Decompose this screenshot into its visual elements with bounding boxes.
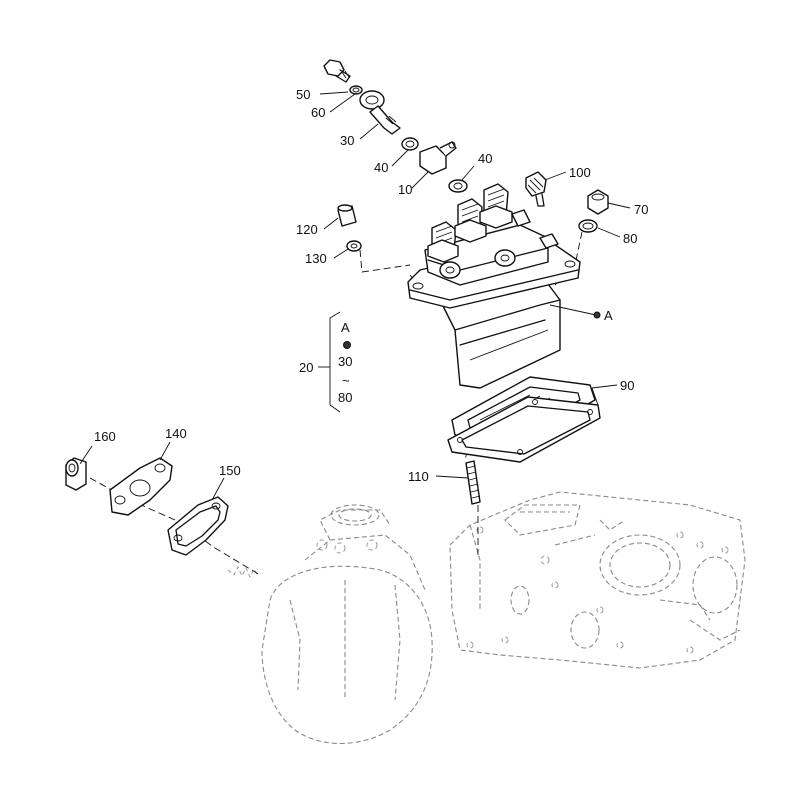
callout-leaders [79,91,631,501]
kit-label-tilde: ~ [342,373,350,388]
part-160-plug [65,457,87,491]
callout-a: A [604,308,613,323]
part-30-banjo-fitting [359,90,401,135]
engine-block-outline [449,491,746,669]
callout-80: 80 [623,231,637,246]
kit-bracket: A 30 ~ 80 [338,320,352,405]
callout-110: 110 [408,469,429,484]
part-150-gasket [167,496,229,556]
callout-90: 90 [620,378,634,393]
spring-outline [227,565,259,579]
kit-label-from: 30 [338,354,352,369]
callout-70: 70 [634,202,648,217]
callout-20: 20 [299,360,313,375]
part-60-washer [349,85,363,95]
part-80-gasket-ring [578,219,598,233]
part-40-washer-lower [448,179,468,193]
injection-pump-assembly [407,183,581,389]
callout-50: 50 [296,87,310,102]
part-10-valve-holder [419,141,457,175]
callout-labels: 50 60 30 40 10 40 100 70 80 120 130 A 90… [94,87,648,484]
callout-10: 10 [398,182,412,197]
callout-140: 140 [165,426,187,441]
callout-120: 120 [296,222,318,237]
part-120-sleeve [337,204,357,227]
part-100-bleed-screw [525,171,547,207]
part-130-o-ring [346,240,362,252]
assembly-a-dot [593,311,601,319]
callout-40-upper: 40 [374,160,388,175]
callout-130: 130 [305,251,327,266]
part-110-stud [465,460,481,505]
part-70-plug [587,189,609,215]
kit-bracket-dot [343,341,351,349]
callout-100: 100 [569,165,591,180]
part-140-cover-plate [109,457,173,516]
part-50-bolt [323,59,351,83]
part-90-gaskets [447,376,601,463]
callout-60: 60 [311,105,325,120]
callout-160: 160 [94,429,116,444]
kit-label-a: A [341,320,350,335]
callout-30: 30 [340,133,354,148]
part-40-washer-upper [401,137,419,151]
kit-label-to: 80 [338,390,352,405]
callout-150: 150 [219,463,241,478]
callout-40-lower: 40 [478,151,492,166]
gear-case-outline [261,504,433,744]
